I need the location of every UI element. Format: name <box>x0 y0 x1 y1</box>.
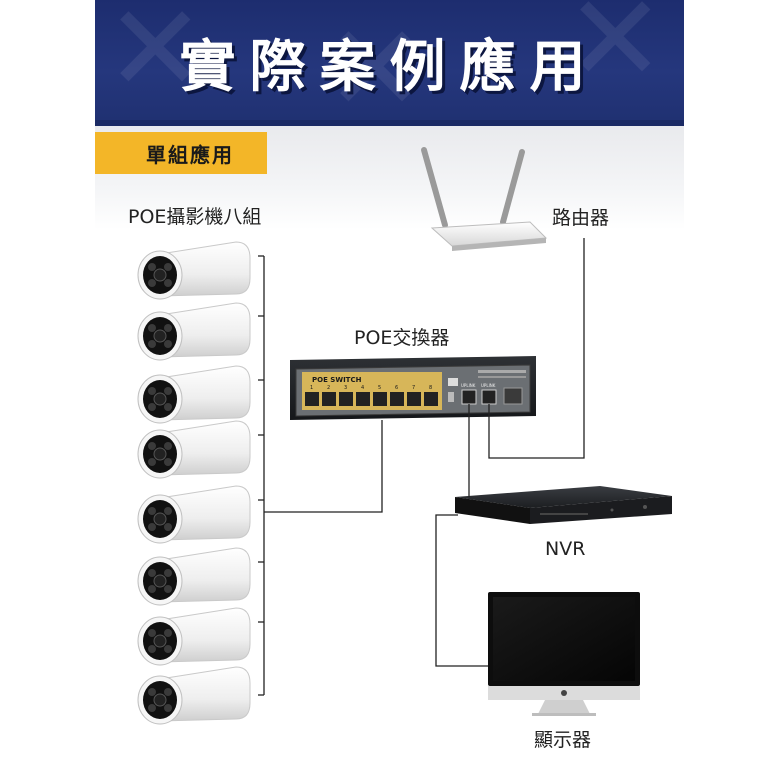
nvr-icon <box>455 486 672 524</box>
decor-cross: ✕ <box>325 0 426 121</box>
section-tag: 單組應用 <box>95 132 267 174</box>
camera-icon <box>137 547 251 606</box>
section-tag-label: 單組應用 <box>146 142 234 167</box>
switch-label: POE交換器 <box>354 327 450 349</box>
decor-cross: ✕ <box>565 0 666 109</box>
port-number: 7 <box>412 385 415 391</box>
router-icon <box>421 147 548 251</box>
port-number: 5 <box>378 385 381 391</box>
cameras-label: POE攝影機八組 <box>128 206 262 228</box>
port-number: 1 <box>310 385 313 391</box>
port-number: 4 <box>361 385 364 391</box>
camera-icon <box>137 607 251 666</box>
uplink-label: UPLINK <box>481 383 496 388</box>
port-number: 6 <box>395 385 398 391</box>
port-number: 2 <box>327 385 330 391</box>
poe-switch-icon: POE SWITCH 1 2 3 4 5 6 7 8 <box>290 356 536 420</box>
uplink-label: UPLINK <box>461 383 476 388</box>
port-number: 8 <box>429 385 432 391</box>
router-label: 路由器 <box>552 207 610 229</box>
header-banner: ✕ ✕ ✕ 實際案例應用 <box>95 0 684 120</box>
port-number: 3 <box>344 385 347 391</box>
monitor-icon <box>488 592 640 716</box>
decor-cross: ✕ <box>105 0 206 119</box>
camera-icon <box>137 241 251 300</box>
camera-icon <box>137 365 251 424</box>
connection-lines <box>258 238 585 696</box>
page-title: 實際案例應用 <box>179 35 600 100</box>
nvr-label: NVR <box>545 538 586 560</box>
monitor-label: 顯示器 <box>534 729 592 751</box>
camera-icon <box>137 666 251 725</box>
header-underline <box>95 120 684 126</box>
camera-icon <box>137 420 251 479</box>
switch-brand: POE SWITCH <box>312 376 362 384</box>
camera-icon <box>137 485 251 544</box>
camera-icon <box>137 302 251 361</box>
